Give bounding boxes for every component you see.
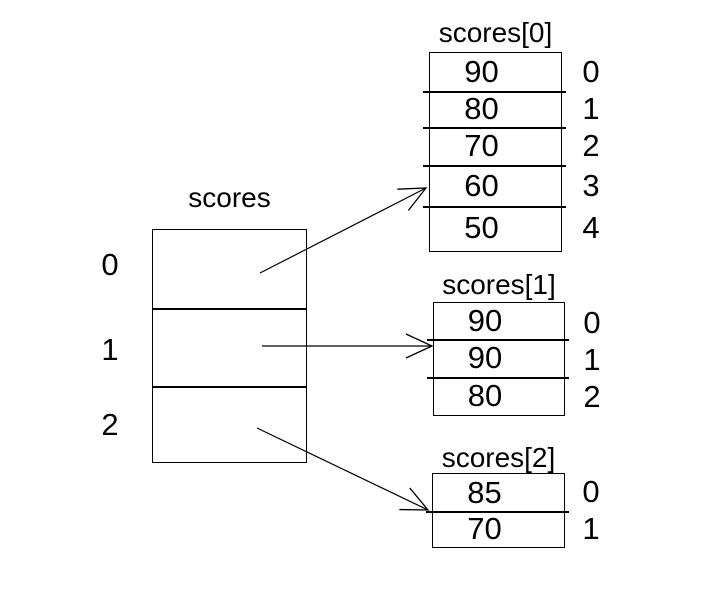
sub-array-0-row-divider: [423, 127, 566, 129]
main-array-label: scores: [188, 182, 271, 213]
sub-array-0-box: 90 80 70 60 50: [423, 52, 566, 252]
sub-array-0-index-4: 4: [582, 210, 600, 245]
main-array-index-2: 2: [101, 407, 119, 442]
sub-array-1-box: 90 90 80: [427, 302, 569, 416]
cell-value: 60: [464, 167, 499, 203]
sub-array-2-box: 85 70: [426, 473, 569, 548]
cell-value: 70: [464, 128, 499, 163]
sub-array-2-index-1: 1: [582, 511, 600, 546]
arrow-to-scores0-icon: [259, 187, 428, 274]
sub-array-0-index-2: 2: [582, 128, 600, 163]
sub-array-1-row-divider: [427, 377, 569, 379]
cell-value: 80: [467, 377, 503, 413]
cell-value: 90: [467, 340, 503, 375]
sub-array-0-index-3: 3: [582, 168, 600, 203]
cell-value: 70: [467, 510, 502, 546]
main-array-index-1: 1: [101, 332, 119, 367]
main-array-row-divider: [153, 308, 306, 310]
sub-array-1-index-1: 1: [583, 342, 601, 377]
sub-array-1-label: scores[1]: [442, 269, 556, 300]
sub-array-0-index-0: 0: [582, 54, 600, 89]
cell-value: 50: [464, 210, 499, 245]
sub-array-2-row-divider: [426, 511, 569, 513]
cell-value: 80: [464, 91, 499, 126]
cell-value: 85: [467, 474, 502, 510]
main-array-index-0: 0: [101, 247, 119, 282]
arrow-to-scores2-icon: [256, 427, 430, 511]
main-array-box: [152, 229, 307, 463]
sub-array-2-label: scores[2]: [441, 442, 556, 473]
main-array-row-divider: [153, 386, 306, 388]
sub-array-0-label: scores[0]: [438, 17, 553, 48]
cell-value: 90: [467, 303, 503, 338]
sub-array-0-row-divider: [423, 206, 566, 208]
sub-array-0-row-divider: [423, 91, 566, 93]
sub-array-1-row-divider: [427, 339, 569, 341]
sub-array-0-row-divider: [423, 165, 566, 167]
sub-array-2-index-0: 0: [582, 474, 600, 509]
sub-array-1-index-0: 0: [583, 305, 601, 340]
sub-array-0-index-1: 1: [582, 91, 600, 126]
cell-value: 90: [464, 54, 499, 89]
sub-array-1-index-2: 2: [583, 379, 601, 414]
